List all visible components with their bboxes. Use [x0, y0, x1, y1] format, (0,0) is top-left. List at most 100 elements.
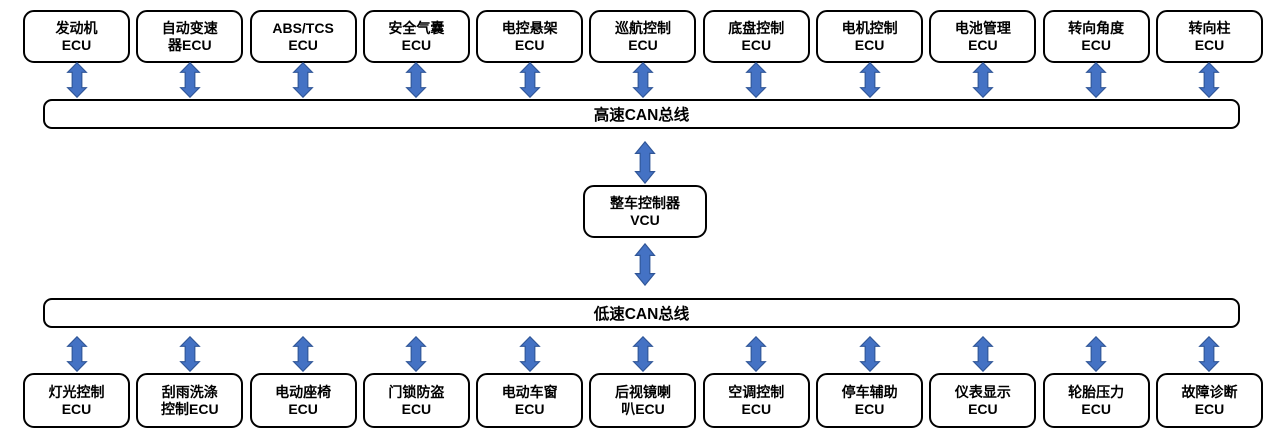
- ecu-box-tire-pressure: 轮胎压力 ECU: [1042, 373, 1150, 428]
- bus-connector: [589, 62, 696, 98]
- double-arrow-icon: [179, 62, 201, 98]
- ecu-box-label-line2: ECU: [514, 400, 545, 417]
- bus-connector: [1156, 336, 1263, 372]
- bus-connector: [136, 62, 243, 98]
- ecu-box-label-line1: 仪表显示: [954, 383, 1011, 400]
- double-arrow-icon: [634, 141, 656, 184]
- ecu-box-cruise-control: 巡航控制 ECU: [589, 10, 697, 63]
- ecu-box-wiper-washer: 刮雨洗涤 控制ECU: [136, 373, 244, 428]
- ecu-box-battery-management: 电池管理 ECU: [929, 10, 1037, 63]
- ecu-box-power-seat: 电动座椅 ECU: [249, 373, 357, 428]
- ecu-box-label-line2: ECU: [854, 36, 885, 53]
- ecu-box-label-line1: 故障诊断: [1181, 383, 1238, 400]
- bus-connector: [1043, 336, 1150, 372]
- ecu-box-label-line2: ECU: [968, 400, 998, 417]
- ecu-box-label-line2: 叭ECU: [621, 400, 665, 417]
- ecu-box-lighting: 灯光控制 ECU: [23, 373, 130, 428]
- double-arrow-icon: [632, 62, 654, 98]
- ecu-box-label-line1: 转向角度: [1068, 19, 1125, 36]
- high-speed-connector-row: [23, 62, 1263, 98]
- double-arrow-icon: [179, 336, 201, 372]
- double-arrow-icon: [518, 62, 541, 98]
- double-arrow-icon: [405, 336, 428, 372]
- ecu-box-label-line1: 安全气囊: [388, 19, 445, 36]
- ecu-box-power-window: 电动车窗 ECU: [476, 373, 584, 428]
- ecu-box-label-line2: ECU: [1194, 36, 1225, 53]
- ecu-box-label-line1: 自动变速: [161, 19, 218, 36]
- double-arrow-icon: [858, 62, 881, 98]
- ecu-box-ac-control: 空调控制 ECU: [702, 373, 810, 428]
- ecu-box-label-line2: ECU: [968, 36, 998, 53]
- bus-connector: [136, 336, 243, 372]
- bus-connector: [23, 336, 130, 372]
- high-speed-can-bus-bar: 高速CAN总线: [43, 99, 1240, 129]
- ecu-box-label-line2: ECU: [288, 36, 318, 53]
- ecu-box-label-line2: ECU: [1194, 400, 1225, 417]
- ecu-box-chassis-control: 底盘控制 ECU: [702, 10, 810, 63]
- ecu-box-label-line2: ECU: [61, 400, 92, 417]
- ecu-box-label-line1: 电动车窗: [501, 383, 558, 400]
- ecu-box-engine: 发动机 ECU: [23, 10, 130, 63]
- bus-connector: [703, 336, 810, 372]
- ecu-box-auto-transmission: 自动变速 器ECU: [136, 10, 244, 63]
- bus-connector: [363, 62, 470, 98]
- bus-connector: [816, 336, 923, 372]
- ecu-box-label-line2: ECU: [1081, 400, 1111, 417]
- ecu-box-instrument-display: 仪表显示 ECU: [929, 373, 1037, 428]
- double-arrow-icon: [65, 336, 88, 372]
- ecu-box-label-line1: 电机控制: [841, 19, 898, 36]
- bus-connector: [250, 336, 357, 372]
- double-arrow-icon: [292, 336, 314, 372]
- double-arrow-icon: [972, 336, 994, 372]
- ecu-box-label-line1: ABS/TCS: [272, 19, 334, 36]
- ecu-box-abs-tcs: ABS/TCS ECU: [249, 10, 357, 63]
- ecu-box-label-line2: 器ECU: [168, 36, 212, 53]
- double-arrow-icon: [65, 62, 88, 98]
- low-speed-connector-row: [23, 336, 1263, 372]
- double-arrow-icon: [858, 336, 881, 372]
- ecu-box-label-line1: 电池管理: [954, 19, 1011, 36]
- ecu-box-label-line1: 灯光控制: [48, 383, 105, 400]
- ecu-box-label-line1: 门锁防盗: [388, 383, 445, 400]
- ecu-box-label-line2: 控制ECU: [161, 400, 219, 417]
- ecu-box-label-line1: 空调控制: [728, 383, 785, 400]
- ecu-box-door-lock: 门锁防盗 ECU: [362, 373, 470, 428]
- ecu-box-steering-angle: 转向角度 ECU: [1042, 10, 1150, 63]
- ecu-box-label-line1: 轮胎压力: [1068, 383, 1125, 400]
- ecu-box-suspension: 电控悬架 ECU: [476, 10, 584, 63]
- bus-connector: [703, 62, 810, 98]
- bus-connector: [1043, 62, 1150, 98]
- double-arrow-icon: [292, 62, 314, 98]
- bus-connector: [23, 62, 130, 98]
- ecu-box-label-line2: ECU: [288, 400, 318, 417]
- bus-connector: [476, 336, 583, 372]
- bus-connector: [589, 336, 696, 372]
- bus-connector: [476, 62, 583, 98]
- bus-connector: [816, 62, 923, 98]
- ecu-box-label-line1: 刮雨洗涤: [161, 383, 218, 400]
- ecu-box-label-line2: ECU: [514, 36, 545, 53]
- ecu-box-label-line1: 电动座椅: [275, 383, 332, 400]
- ecu-box-label-line1: 发动机: [55, 19, 98, 36]
- ecu-box-label-line2: ECU: [401, 36, 432, 53]
- ecu-box-label-line1: 转向柱: [1188, 19, 1231, 36]
- vcu-box: 整车控制器 VCU: [583, 185, 707, 238]
- ecu-box-mirror-horn: 后视镜喇 叭ECU: [589, 373, 697, 428]
- high-speed-ecu-row: 发动机 ECU 自动变速 器ECU ABS/TCS ECU 安全气囊 ECU 电…: [23, 10, 1263, 63]
- ecu-box-motor-control: 电机控制 ECU: [816, 10, 924, 63]
- ecu-box-label-line1: 停车辅助: [841, 383, 898, 400]
- bus-connector: [929, 62, 1036, 98]
- ecu-box-steering-column: 转向柱 ECU: [1155, 10, 1263, 63]
- vcu-label-line1: 整车控制器: [610, 194, 680, 211]
- ecu-box-label-line1: 电控悬架: [501, 19, 558, 36]
- vcu-label-line2: VCU: [630, 211, 660, 228]
- ecu-box-label-line1: 巡航控制: [614, 19, 671, 36]
- double-arrow-icon: [1085, 62, 1107, 98]
- double-arrow-icon: [634, 243, 656, 286]
- double-arrow-icon: [1198, 62, 1221, 98]
- high-speed-can-bus-label: 高速CAN总线: [593, 107, 690, 124]
- low-speed-can-bus-label: 低速CAN总线: [593, 306, 690, 323]
- double-arrow-icon: [745, 62, 768, 98]
- ecu-box-label-line2: ECU: [61, 36, 92, 53]
